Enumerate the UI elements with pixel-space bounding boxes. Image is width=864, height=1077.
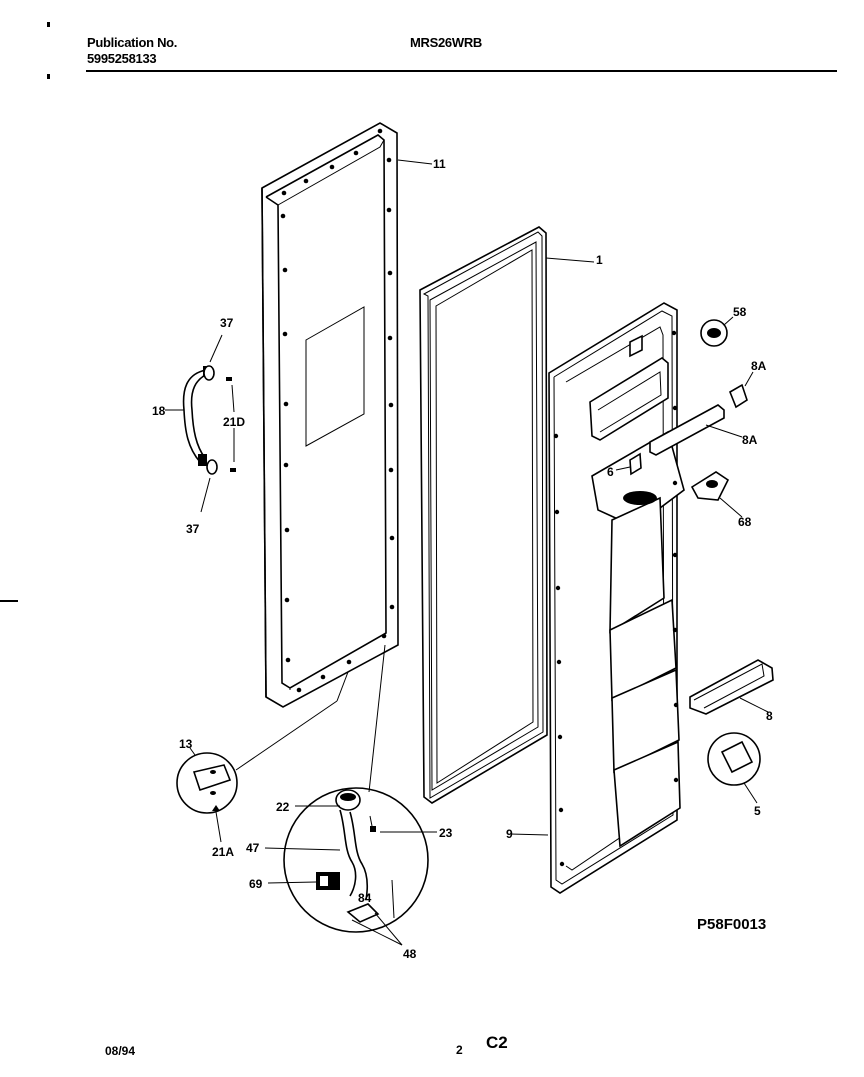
header-rule [86, 70, 837, 72]
callout-18: 18 [152, 404, 166, 418]
part-21d-screws [226, 377, 236, 472]
part-5-cap [707, 732, 761, 804]
door-outer-panel [261, 122, 433, 708]
callout-37-bottom: 37 [186, 522, 200, 536]
callout-68: 68 [738, 515, 752, 529]
scan-mark [47, 22, 50, 27]
callout-37-top: 37 [220, 316, 234, 330]
drawing-code: P58F0013 [697, 916, 766, 933]
callout-58: 58 [733, 305, 747, 319]
callout-8a-clip: 8A [751, 359, 767, 373]
callout-1: 1 [596, 253, 603, 267]
part-37-bottom-bushing [200, 459, 218, 513]
callout-11: 11 [433, 157, 446, 171]
part-13-hinge-detail [176, 671, 349, 843]
callout-22: 22 [276, 800, 290, 814]
callout-8: 8 [766, 709, 773, 723]
publication-label: Publication No. [87, 35, 178, 50]
part-37-top-bushing [203, 334, 223, 381]
callout-8a-rail: 8A [742, 433, 758, 447]
callout-69: 69 [249, 877, 263, 891]
footer-section: C2 [486, 1033, 508, 1052]
part-6-bracket [615, 452, 642, 476]
callout-23: 23 [439, 826, 453, 840]
callout-21d: 21D [223, 415, 245, 429]
callout-13: 13 [179, 737, 193, 751]
callout-84: 84 [358, 891, 372, 905]
callout-6: 6 [607, 465, 614, 479]
part-8-handle-trim [689, 659, 774, 715]
wiring-detail [264, 644, 437, 946]
part-18-door-handle [165, 366, 213, 466]
part-68-lever [690, 471, 743, 518]
part-8a-clip [729, 371, 754, 409]
callout-48: 48 [403, 947, 417, 961]
part-8a-rail [649, 404, 743, 456]
callout-5: 5 [754, 804, 761, 818]
door-gasket [419, 226, 595, 804]
publication-number: 5995258133 [87, 51, 157, 66]
callout-9: 9 [506, 827, 513, 841]
door-inner-liner [509, 302, 685, 894]
callout-47: 47 [246, 841, 260, 855]
footer-date: 08/94 [105, 1044, 136, 1058]
scan-mark [0, 600, 18, 602]
part-58-screw [700, 316, 734, 347]
callout-21a: 21A [212, 845, 234, 859]
model-number: MRS26WRB [410, 35, 482, 50]
footer-page-number: 2 [456, 1043, 463, 1057]
scan-mark [47, 74, 50, 79]
